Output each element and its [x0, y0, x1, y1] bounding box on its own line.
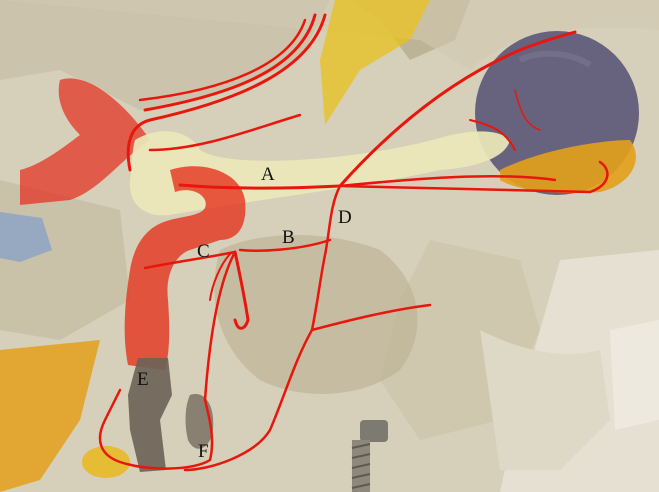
label-e: E — [137, 369, 149, 390]
label-c: C — [197, 241, 210, 262]
label-a: A — [261, 164, 275, 185]
label-f: F — [198, 441, 209, 462]
label-d: D — [338, 207, 352, 228]
label-b: B — [282, 227, 295, 248]
